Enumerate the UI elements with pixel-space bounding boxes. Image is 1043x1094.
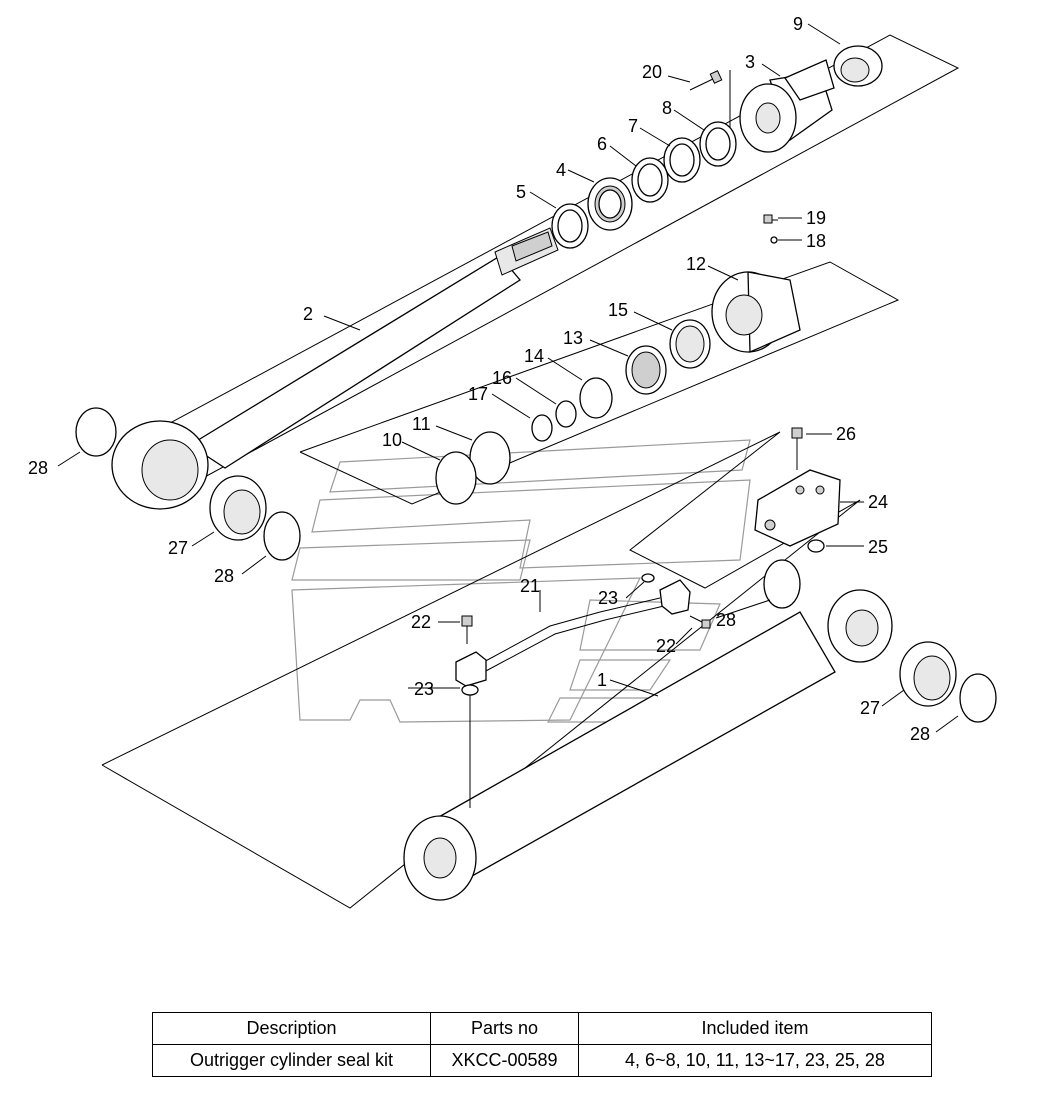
- part-16-ring: [555, 400, 577, 428]
- part-7-ring: [663, 137, 701, 183]
- part-14-ring: [579, 377, 613, 419]
- callout-labels: 1 2 3 4 5 6 7 8 9 10 11 12 13 14 15 16 1…: [28, 14, 930, 744]
- part-25-oring: [807, 539, 825, 553]
- callout-27-head: 27: [860, 698, 880, 718]
- callout-28-rod-outer: 28: [28, 458, 48, 478]
- part-11-ring: [469, 431, 511, 485]
- part-28-seal-head-outer: [959, 673, 997, 723]
- callout-13: 13: [563, 328, 583, 348]
- part-8-ring: [699, 121, 737, 167]
- part-27-bushing-rod: [209, 475, 267, 541]
- callout-27-rod: 27: [168, 538, 188, 558]
- callout-20: 20: [642, 62, 662, 82]
- watermark-logo: [291, 439, 751, 723]
- callout-6: 6: [597, 134, 607, 154]
- callout-28-head-outer: 28: [910, 724, 930, 744]
- exploded-view-diagram: 1 2 3 4 5 6 7 8 9 10 11 12 13 14 15 16 1…: [28, 14, 997, 909]
- table-row: Outrigger cylinder seal kit XKCC-00589 4…: [152, 1044, 932, 1077]
- part-28-seal-head-inner: [763, 559, 801, 609]
- part-10-oring: [435, 451, 477, 505]
- part-28-seal-rod-outer: [75, 407, 117, 457]
- callout-7: 7: [628, 116, 638, 136]
- part-24-valve-block: [754, 469, 841, 547]
- callout-14: 14: [524, 346, 544, 366]
- header-description: Description: [152, 1012, 431, 1045]
- callout-16: 16: [492, 368, 512, 388]
- part-23-oring-upper: [641, 573, 655, 583]
- part-21-pipe: [455, 579, 691, 687]
- callout-28-rod-inner: 28: [214, 566, 234, 586]
- callout-18: 18: [806, 231, 826, 251]
- callout-23-upper: 23: [598, 588, 618, 608]
- callout-28-head-inner: 28: [716, 610, 736, 630]
- part-6-ring: [631, 157, 669, 203]
- callout-19: 19: [806, 208, 826, 228]
- callout-2: 2: [303, 304, 313, 324]
- cell-parts-no: XKCC-00589: [430, 1044, 579, 1077]
- callout-9: 9: [793, 14, 803, 34]
- part-22-bolt-upper: [689, 615, 711, 629]
- callout-26: 26: [836, 424, 856, 444]
- callout-22-lower: 22: [656, 636, 676, 656]
- part-22-bolt-lower: [461, 615, 473, 644]
- cell-included-item: 4, 6~8, 10, 11, 13~17, 23, 25, 28: [578, 1044, 932, 1077]
- leader-lines: [57, 23, 959, 733]
- part-1-cylinder-tube: [403, 589, 893, 901]
- header-parts-no: Parts no: [430, 1012, 579, 1045]
- callout-17: 17: [468, 384, 488, 404]
- part-4-seal: [587, 177, 633, 231]
- callout-15: 15: [608, 300, 628, 320]
- callout-1: 1: [597, 670, 607, 690]
- callout-5: 5: [516, 182, 526, 202]
- part-9-bushing: [833, 45, 883, 87]
- part-27-bushing-head: [899, 641, 957, 707]
- callout-10: 10: [382, 430, 402, 450]
- part-23-oring-lower: [461, 684, 479, 696]
- part-26-bolt: [791, 427, 803, 470]
- callout-12: 12: [686, 254, 706, 274]
- callout-22-upper: 22: [411, 612, 431, 632]
- cell-description: Outrigger cylinder seal kit: [152, 1044, 431, 1077]
- callout-23-lower: 23: [414, 679, 434, 699]
- part-5-ring: [551, 203, 589, 249]
- part-18-ball: [770, 236, 778, 244]
- callout-8: 8: [662, 98, 672, 118]
- callout-21: 21: [520, 576, 540, 596]
- callout-3: 3: [745, 52, 755, 72]
- callout-4: 4: [556, 160, 566, 180]
- callout-11: 11: [412, 414, 431, 434]
- part-17-ring: [531, 414, 553, 442]
- part-28-seal-rod-inner: [263, 511, 301, 561]
- part-2-piston-rod: [111, 227, 559, 510]
- part-19-screw: [763, 214, 778, 224]
- assembly-frames: [101, 34, 960, 909]
- part-20-bolt: [689, 70, 723, 91]
- part-13-seal: [625, 345, 667, 395]
- table-header-row: Description Parts no Included item: [152, 1012, 932, 1045]
- seal-kit-table: Description Parts no Included item Outri…: [152, 1012, 932, 1077]
- part-15-ring: [669, 319, 711, 369]
- part-3-rod-cover: [739, 59, 835, 153]
- callout-24: 24: [868, 492, 888, 512]
- header-included-item: Included item: [578, 1012, 932, 1045]
- part-12-piston: [711, 271, 801, 353]
- callout-25: 25: [868, 537, 888, 557]
